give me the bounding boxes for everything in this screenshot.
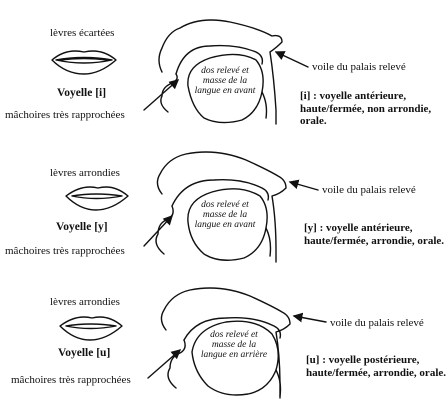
- lips-rounded-icon: [60, 317, 122, 340]
- velum-pointer-1: [276, 52, 308, 67]
- jaw-label: mâchoires très rapprochées: [11, 375, 131, 386]
- velum-pointer-2: [290, 182, 318, 190]
- tongue-label: dos relevé et masse de la langue en avan…: [192, 200, 258, 230]
- velum-label: voile du palais relevé: [330, 318, 424, 329]
- vowel-description: [i] : voyelle antérieure, haute/fermée, …: [300, 90, 445, 128]
- velum-pointer-3: [294, 316, 326, 322]
- vowel-description: [u] : voyelle postérieure, haute/fermée,…: [306, 354, 446, 379]
- lips-label: lèvres arrondies: [50, 297, 120, 308]
- jaw-label: mâchoires très rapprochées: [5, 246, 125, 257]
- vowel-label: Voyelle [u]: [58, 348, 110, 360]
- jaw-label: mâchoires très rapprochées: [5, 110, 125, 121]
- vowel-label: Voyelle [y]: [56, 222, 108, 234]
- jaw-pointer-2: [144, 216, 172, 246]
- lips-label: lèvres arrondies: [50, 168, 120, 179]
- jaw-pointer-3: [148, 350, 180, 378]
- velum-label: voile du palais relevé: [312, 62, 406, 73]
- tongue-label: dos relevé et masse de la langue en avan…: [192, 66, 258, 96]
- lips-label: lèvres écartées: [50, 28, 114, 39]
- tongue-label: dos relevé et masse de la langue en arri…: [198, 330, 270, 360]
- lips-spread-icon: [52, 51, 116, 74]
- velum-label: voile du palais relevé: [322, 185, 416, 196]
- lips-rounded-icon: [66, 187, 128, 210]
- vowel-description: [y] : voyelle antérieure, haute/fermée, …: [304, 222, 446, 247]
- vowel-label: Voyelle [i]: [57, 88, 106, 100]
- jaw-pointer-1: [144, 80, 178, 110]
